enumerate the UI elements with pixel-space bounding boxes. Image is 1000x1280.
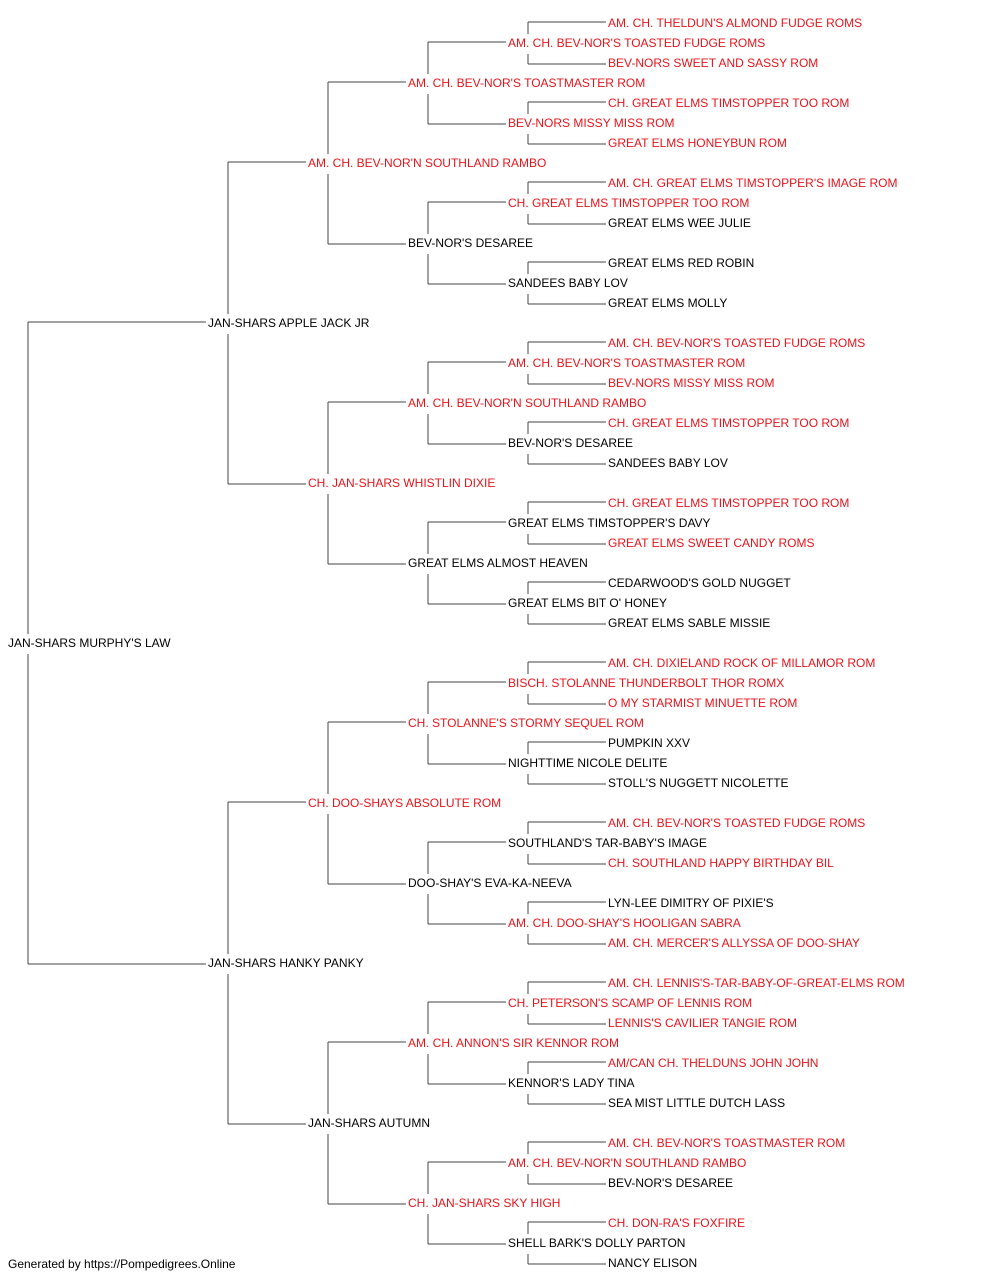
pedigree-entry-sire: CH. PETERSON'S SCAMP OF LENNIS ROM [508, 996, 752, 1010]
pedigree-entry-sire: AM. CH. BEV-NOR'S TOASTED FUDGE ROMS [608, 816, 865, 830]
pedigree-entry-dam: AM. CH. MERCER'S ALLYSSA OF DOO-SHAY [608, 936, 860, 950]
pedigree-entry-dam: GREAT ELMS SWEET CANDY ROMS [608, 536, 814, 550]
pedigree-entry-dam: SANDEES BABY LOV [508, 276, 628, 290]
pedigree-entry-dam: GREAT ELMS BIT O' HONEY [508, 596, 667, 610]
pedigree-entry-dam: STOLL'S NUGGETT NICOLETTE [608, 776, 789, 790]
pedigree-entry-dam: BEV-NORS MISSY MISS ROM [508, 116, 674, 130]
pedigree-entry-dam: CH. JAN-SHARS WHISTLIN DIXIE [308, 476, 495, 490]
pedigree-entry-sire: AM. CH. BEV-NOR'S TOASTMASTER ROM [508, 356, 745, 370]
pedigree-entry-sire: AM. CH. LENNIS'S-TAR-BABY-OF-GREAT-ELMS … [608, 976, 905, 990]
pedigree-entry-sire: CH. GREAT ELMS TIMSTOPPER TOO ROM [608, 496, 849, 510]
pedigree-entry-sire: CH. GREAT ELMS TIMSTOPPER TOO ROM [608, 96, 849, 110]
pedigree-entry-dam: GREAT ELMS MOLLY [608, 296, 727, 310]
pedigree-entry-dam: BEV-NORS SWEET AND SASSY ROM [608, 56, 818, 70]
pedigree-entry-sire: AM. CH. BEV-NOR'N SOUTHLAND RAMBO [508, 1156, 746, 1170]
pedigree-entry-sire: JAN-SHARS APPLE JACK JR [208, 316, 370, 330]
pedigree-entry-sire: AM/CAN CH. THELDUNS JOHN JOHN [608, 1056, 818, 1070]
pedigree-entry-dam: LENNIS'S CAVILIER TANGIE ROM [608, 1016, 797, 1030]
pedigree-entry-sire: AM. CH. ANNON'S SIR KENNOR ROM [408, 1036, 619, 1050]
pedigree-entry-dam: CH. SOUTHLAND HAPPY BIRTHDAY BIL [608, 856, 834, 870]
pedigree-entry-dam: O MY STARMIST MINUETTE ROM [608, 696, 797, 710]
pedigree-entry-dam: NANCY ELISON [608, 1256, 697, 1270]
pedigree-entry-dam: SEA MIST LITTLE DUTCH LASS [608, 1096, 785, 1110]
pedigree-entry-sire: CH. DON-RA'S FOXFIRE [608, 1216, 745, 1230]
pedigree-entry-sire: AM. CH. BEV-NOR'S TOASTED FUDGE ROMS [608, 336, 865, 350]
pedigree-entry-sire: CEDARWOOD'S GOLD NUGGET [608, 576, 791, 590]
pedigree-entry-sire: CH. GREAT ELMS TIMSTOPPER TOO ROM [608, 416, 849, 430]
pedigree-entry-dam: CH. JAN-SHARS SKY HIGH [408, 1196, 560, 1210]
pedigree-entry-dam: SANDEES BABY LOV [608, 456, 728, 470]
pedigree-entry-dam: AM. CH. DOO-SHAY'S HOOLIGAN SABRA [508, 916, 741, 930]
pedigree-entry-dam: GREAT ELMS ALMOST HEAVEN [408, 556, 588, 570]
pedigree-entry-dam: BEV-NOR'S DESAREE [408, 236, 533, 250]
pedigree-entry-sire: LYN-LEE DIMITRY OF PIXIE'S [608, 896, 774, 910]
pedigree-entry-dam: SHELL BARK'S DOLLY PARTON [508, 1236, 685, 1250]
pedigree-entry-sire: GREAT ELMS RED ROBIN [608, 256, 754, 270]
pedigree-entry-dam: BEV-NORS MISSY MISS ROM [608, 376, 774, 390]
pedigree-entry-dam: BEV-NOR'S DESAREE [608, 1176, 733, 1190]
pedigree-entry-sire: GREAT ELMS TIMSTOPPER'S DAVY [508, 516, 711, 530]
pedigree-entry-dam: GREAT ELMS WEE JULIE [608, 216, 751, 230]
pedigree-entry-sire: AM. CH. THELDUN'S ALMOND FUDGE ROMS [608, 16, 862, 30]
pedigree-entry-sire: SOUTHLAND'S TAR-BABY'S IMAGE [508, 836, 707, 850]
pedigree-entry-sire: CH. DOO-SHAYS ABSOLUTE ROM [308, 796, 501, 810]
pedigree-entry-sire: AM. CH. BEV-NOR'N SOUTHLAND RAMBO [308, 156, 546, 170]
footer-credit: Generated by https://Pompedigrees.Online [8, 1257, 236, 1271]
pedigree-entry-dam: JAN-SHARS AUTUMN [308, 1116, 430, 1130]
pedigree-entry-dam: BEV-NOR'S DESAREE [508, 436, 633, 450]
pedigree-entry-sire: PUMPKIN XXV [608, 736, 690, 750]
pedigree-entry-dam: GREAT ELMS HONEYBUN ROM [608, 136, 787, 150]
pedigree-entry-dam: JAN-SHARS HANKY PANKY [208, 956, 364, 970]
pedigree-entry-dam: KENNOR'S LADY TINA [508, 1076, 635, 1090]
pedigree-entry-sire: CH. STOLANNE'S STORMY SEQUEL ROM [408, 716, 644, 730]
pedigree-entry-subject: JAN-SHARS MURPHY'S LAW [8, 636, 171, 650]
pedigree-entry-dam: NIGHTTIME NICOLE DELITE [508, 756, 667, 770]
pedigree-entry-dam: DOO-SHAY'S EVA-KA-NEEVA [408, 876, 572, 890]
pedigree-entry-sire: AM. CH. BEV-NOR'N SOUTHLAND RAMBO [408, 396, 646, 410]
pedigree-entry-sire: BISCH. STOLANNE THUNDERBOLT THOR ROMX [508, 676, 784, 690]
pedigree-entry-sire: CH. GREAT ELMS TIMSTOPPER TOO ROM [508, 196, 749, 210]
pedigree-entry-sire: AM. CH. GREAT ELMS TIMSTOPPER'S IMAGE RO… [608, 176, 897, 190]
pedigree-entry-sire: AM. CH. BEV-NOR'S TOASTMASTER ROM [608, 1136, 845, 1150]
pedigree-entry-sire: AM. CH. BEV-NOR'S TOASTED FUDGE ROMS [508, 36, 765, 50]
pedigree-entry-sire: AM. CH. BEV-NOR'S TOASTMASTER ROM [408, 76, 645, 90]
pedigree-entry-sire: AM. CH. DIXIELAND ROCK OF MILLAMOR ROM [608, 656, 875, 670]
pedigree-entry-dam: GREAT ELMS SABLE MISSIE [608, 616, 770, 630]
